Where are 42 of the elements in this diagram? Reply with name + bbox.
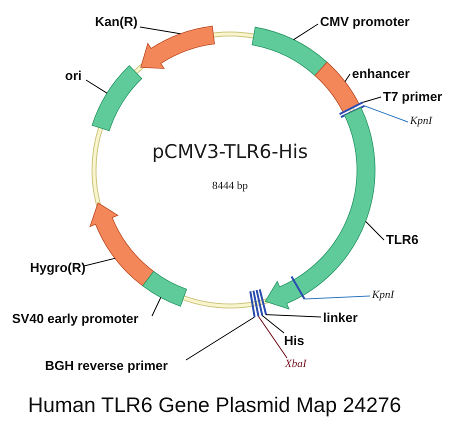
plasmid-name: pCMV3-TLR6-His [151,141,309,163]
leader-line [152,296,162,316]
site-label: XbaI [285,358,306,370]
feature-label: CMV promoter [320,14,410,29]
leader-line [364,105,408,122]
site-tick [340,104,365,118]
pointed-feature-band [140,26,215,69]
feature-label: SV40 early promoter [12,311,138,326]
leader-line [304,296,370,300]
leader-line [258,316,288,358]
leader-line [293,24,318,40]
site-tick [249,291,256,318]
feature-band [92,65,142,132]
feature-label: BGH reverse primer [45,358,168,373]
leader-line [140,26,181,34]
site-label: KpnI [410,115,432,127]
site-tick [256,290,264,316]
caption: Human TLR6 Gene Plasmid Map 24276 [28,394,402,418]
leader-line [84,258,116,266]
feature-label: enhancer [352,66,410,81]
leader-line [344,74,350,82]
leader-line [266,314,322,318]
site-label: KpnI [372,289,394,301]
feature-label: Hygro(R) [30,260,86,275]
feature-band [252,26,328,76]
feature-label: Kan(R) [95,14,138,29]
feature-label: His [284,333,304,348]
pointed-feature-band [90,202,154,286]
leader-line [186,316,256,360]
feature-label: T7 primer [383,89,442,104]
site-tick [339,101,364,116]
leader-line [362,96,382,103]
site-tick [252,290,260,316]
leader-line [86,80,108,94]
leader-line [365,220,384,240]
feature-label: ori [65,68,82,83]
plasmid-size: 8444 bp [211,180,249,192]
site-tick [258,289,268,315]
feature-band [142,271,187,307]
feature-label: linker [323,310,358,325]
leader-line [262,315,284,334]
feature-label: TLR6 [386,232,418,247]
